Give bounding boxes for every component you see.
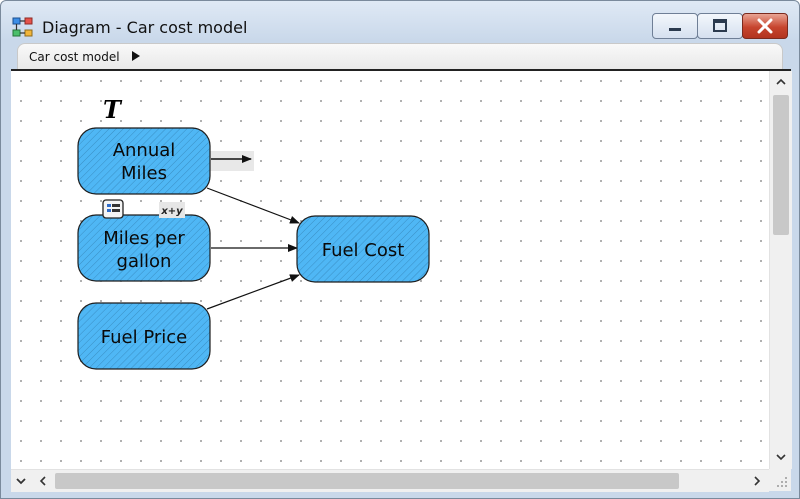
- window-title: Diagram - Car cost model: [42, 18, 248, 37]
- maximize-icon: [713, 19, 727, 32]
- formula-icon-label: x+y: [160, 206, 183, 217]
- resize-grip[interactable]: [769, 469, 791, 491]
- minimize-button[interactable]: [652, 13, 698, 39]
- scroll-left-icon[interactable]: [37, 475, 49, 487]
- influence-diagram: T Annual Miles Miles per gallon: [77, 95, 430, 370]
- node-fuel-cost[interactable]: Fuel Cost: [296, 215, 430, 283]
- text-tool-icon[interactable]: T: [103, 95, 123, 124]
- node-annual-miles-label-line1: Annual: [113, 140, 176, 161]
- scroll-right-icon[interactable]: [751, 475, 763, 487]
- table-icon[interactable]: [102, 199, 124, 219]
- vertical-scroll-thumb[interactable]: [773, 95, 789, 235]
- close-button[interactable]: [742, 13, 788, 39]
- arrow-fuel-price-to-fuel-cost[interactable]: [206, 274, 300, 310]
- scroll-up-icon[interactable]: [775, 76, 787, 88]
- node-miles-per-gallon[interactable]: Miles per gallon: [77, 214, 211, 282]
- node-fuel-cost-label: Fuel Cost: [322, 240, 405, 261]
- node-annual-miles-label-line2: Miles: [121, 163, 167, 184]
- title-bar[interactable]: Diagram - Car cost model: [1, 1, 799, 43]
- arrow-annual-miles-to-fuel-cost[interactable]: [206, 187, 300, 224]
- breadcrumb-item-car-cost-model[interactable]: Car cost model: [29, 50, 120, 64]
- output-arrow-box[interactable]: [209, 151, 254, 171]
- horizontal-scrollbar[interactable]: [11, 469, 769, 492]
- node-fuel-price-label: Fuel Price: [101, 327, 187, 348]
- formula-icon[interactable]: x+y: [159, 202, 185, 218]
- scroll-menu-down-icon[interactable]: [15, 475, 27, 487]
- horizontal-scroll-thumb[interactable]: [55, 473, 679, 489]
- node-annual-miles[interactable]: Annual Miles: [77, 127, 211, 195]
- minimize-icon: [669, 28, 681, 31]
- node-miles-per-gallon-label-line2: gallon: [117, 251, 172, 272]
- node-miles-per-gallon-label-line1: Miles per: [103, 228, 185, 249]
- vertical-scrollbar[interactable]: [769, 71, 792, 469]
- scroll-down-icon[interactable]: [775, 451, 787, 463]
- diagram-app-icon: [12, 17, 33, 37]
- close-icon: [757, 18, 773, 34]
- diagram-canvas-frame: T Annual Miles Miles per gallon: [11, 69, 792, 492]
- maximize-button[interactable]: [697, 13, 743, 39]
- breadcrumb-arrow-icon[interactable]: [131, 50, 141, 62]
- node-fuel-price[interactable]: Fuel Price: [77, 302, 211, 370]
- resize-grip-icon: [777, 477, 787, 487]
- breadcrumb: Car cost model: [17, 43, 783, 71]
